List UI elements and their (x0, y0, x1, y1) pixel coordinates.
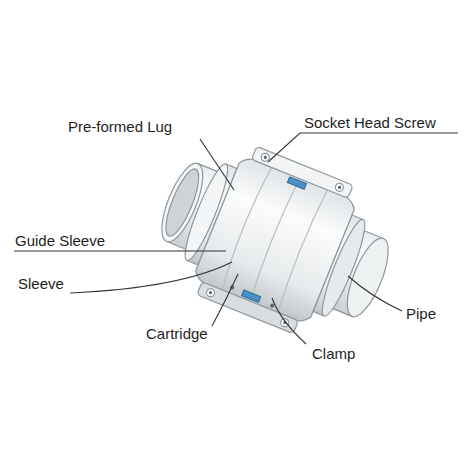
leader-line (200, 139, 234, 190)
part-label: Clamp (312, 346, 355, 361)
pipe-coupling (139, 123, 410, 357)
pre-formed-lug (252, 146, 354, 198)
screw-socket (337, 185, 341, 189)
cartridge-window (287, 177, 306, 189)
part-label: Guide Sleeve (15, 233, 105, 248)
leader-line (14, 250, 226, 251)
socket-head-screw (334, 182, 344, 192)
leader-line (70, 262, 232, 293)
socket-head-screw (205, 287, 215, 297)
part-label: Pre-formed Lug (68, 119, 172, 134)
screw-socket (263, 155, 267, 159)
cartridge-window (242, 290, 261, 302)
screw-socket (208, 291, 212, 295)
leader-line (272, 298, 306, 344)
part-label: Socket Head Screw (304, 115, 436, 130)
clamp-ridge (218, 164, 328, 314)
part-label: Sleeve (18, 276, 64, 291)
leader-line (268, 133, 458, 162)
leader-line (212, 274, 238, 326)
part-label: Pipe (406, 306, 436, 321)
part-label: Cartridge (146, 326, 208, 341)
leader-line (348, 276, 402, 311)
